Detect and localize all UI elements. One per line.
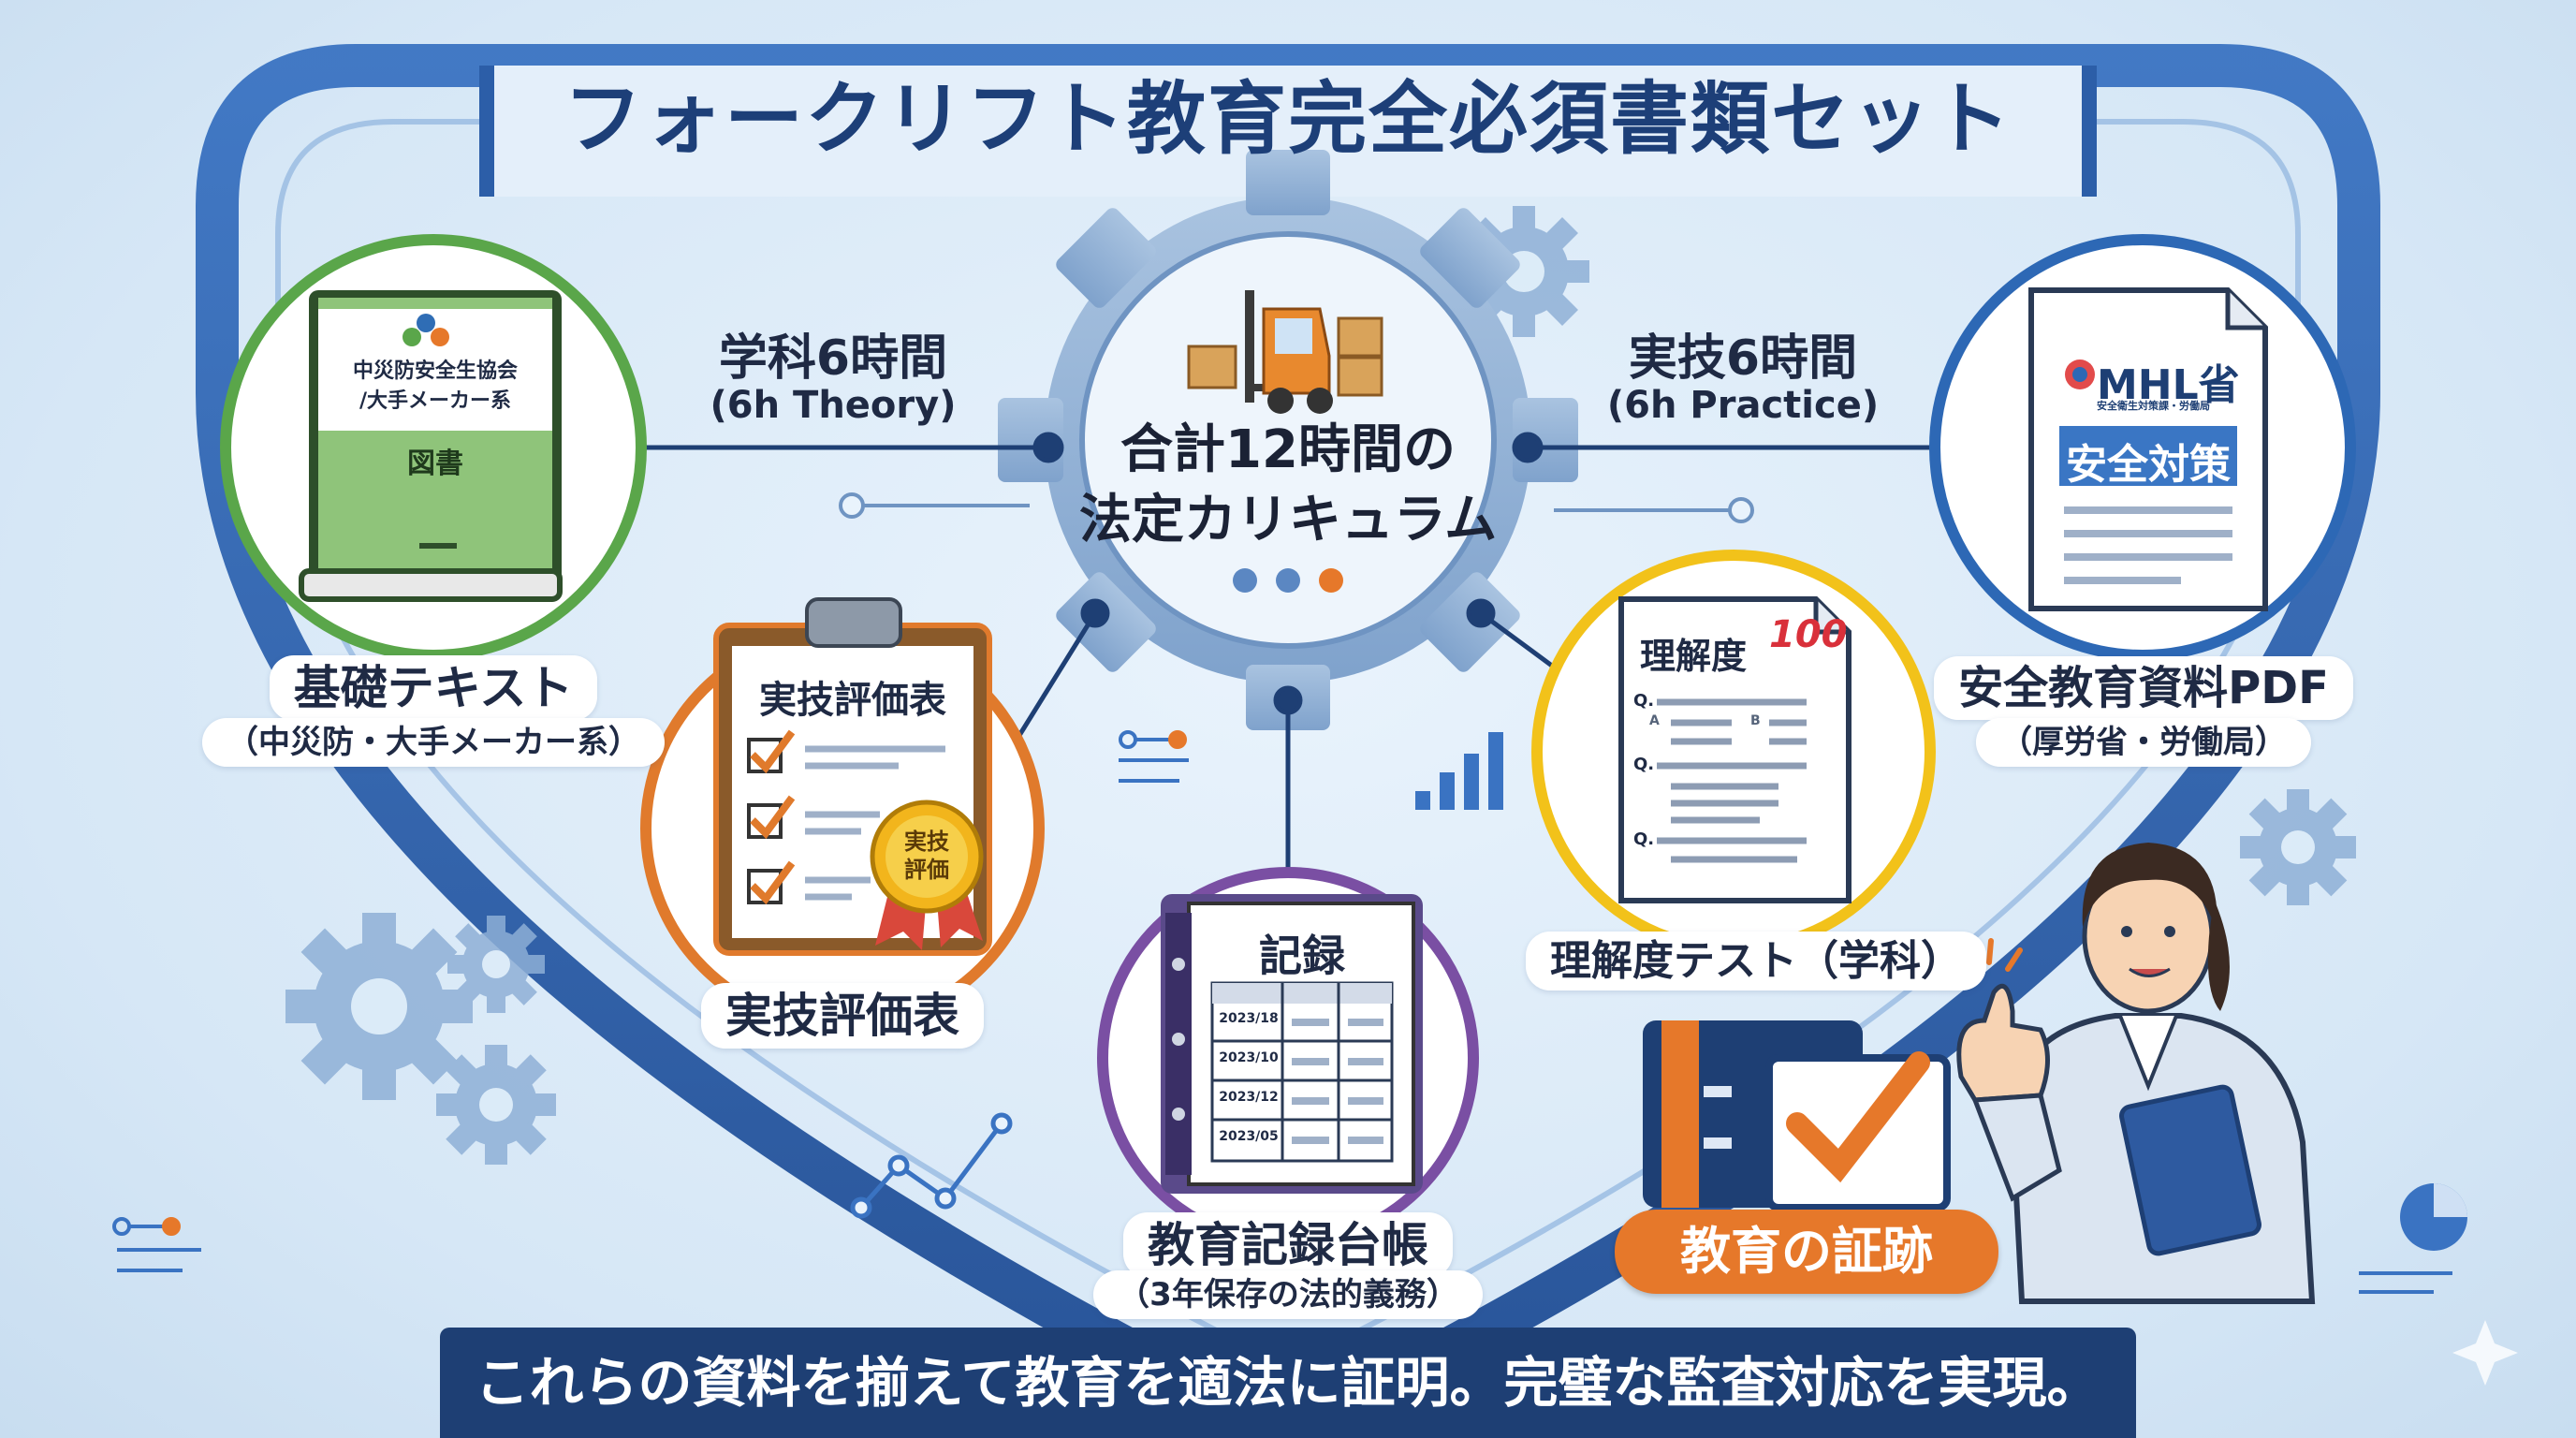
center-line2: 法定カリキュラム — [1078, 490, 1498, 550]
record-node — [1097, 867, 1479, 1249]
record-date: 2023/10 — [1219, 1050, 1279, 1065]
textbook-label: 基礎テキスト — [251, 651, 616, 721]
textbook-sub: （中災防・大手メーカー系） — [199, 716, 667, 767]
test-question-mark: Q. — [1633, 691, 1655, 711]
pie-chart-icon — [2400, 1183, 2467, 1251]
record-sub: （3年保存の法的義務） — [1091, 1269, 1485, 1319]
test-question-mark: Q. — [1633, 829, 1655, 849]
textbook-node — [220, 234, 647, 661]
forklift-icon — [1187, 290, 1383, 414]
pdf-sub: （厚労省・労働局） — [1970, 716, 2317, 767]
proof-badge: 教育の証跡 — [1615, 1210, 1998, 1294]
textbook-cover-line1: 中災防安全生協会 — [352, 360, 518, 383]
footer-banner: これらの資料を揃えて教育を適法に証明。完璧な監査対応を実現。 — [440, 1328, 2136, 1438]
bar-chart-icon — [1415, 732, 1503, 810]
pdf-logo-sub: 安全衛生対策課・労働局 — [2097, 400, 2210, 412]
record-date: 2023/18 — [1219, 1011, 1279, 1026]
test-question-mark: Q. — [1633, 755, 1655, 774]
theory-label: 学科6時間 — [718, 330, 948, 387]
person-icon — [1956, 843, 2316, 1304]
record-label: 教育記録台帳 — [1101, 1208, 1475, 1278]
test-node — [1531, 550, 1936, 954]
connector-lines — [622, 432, 1961, 871]
book-icon — [299, 290, 563, 602]
binder-icon — [1161, 894, 1423, 1194]
evaluation-node — [640, 597, 1045, 1031]
document-icon — [2028, 287, 2268, 611]
evaluation-seal: 実技 評価 — [904, 829, 949, 883]
practice-label: 実技6時間 — [1628, 330, 1858, 387]
pagination-dots — [1233, 568, 1343, 593]
pdf-banner: 安全対策 — [2066, 441, 2231, 489]
decorative-nodes — [112, 730, 2452, 1294]
center-gear-icon — [998, 150, 1578, 730]
clipboard-icon — [713, 597, 992, 956]
evaluation-sheet-title: 実技評価表 — [759, 679, 946, 722]
test-label: 理解度テスト（学科） — [1526, 927, 1986, 990]
textbook-cover-line3: 図書 — [407, 448, 463, 480]
test-option-b: B — [1750, 713, 1761, 728]
page-title: フォークリフト教育完全必須書類セット — [563, 73, 2012, 165]
document-icon — [1618, 596, 1852, 903]
textbook-cover-line2: /大手メーカー系 — [359, 389, 512, 413]
proof-binder-icon — [1643, 1020, 1951, 1211]
test-option-a: A — [1649, 713, 1660, 728]
test-sheet-title: 理解度 — [1640, 636, 1748, 677]
sparkle-icon — [2452, 1320, 2518, 1386]
line-chart-icon — [850, 1112, 1013, 1219]
evaluation-label: 実技評価表 — [655, 978, 1030, 1049]
checkmark-icon — [1786, 1051, 1930, 1183]
thumbs-up-icon — [1956, 983, 2062, 1202]
record-date: 2023/05 — [1219, 1129, 1279, 1144]
pdf-logo: MHL省 — [2097, 361, 2240, 409]
checkmark-icon — [747, 729, 796, 905]
badge-icon — [870, 800, 984, 950]
theory-sub: (6h Theory) — [710, 384, 957, 427]
practice-sub: (6h Practice) — [1606, 384, 1880, 427]
pdf-label: 安全教育資料PDF — [1928, 651, 2359, 720]
record-date: 2023/12 — [1219, 1090, 1279, 1105]
gear-icon — [285, 206, 2356, 1165]
center-line1: 合計12時間の — [1120, 419, 1456, 480]
pdf-node — [1929, 234, 2356, 661]
record-sheet-title: 記録 — [1259, 931, 1345, 981]
test-score: 100 — [1769, 613, 1848, 656]
